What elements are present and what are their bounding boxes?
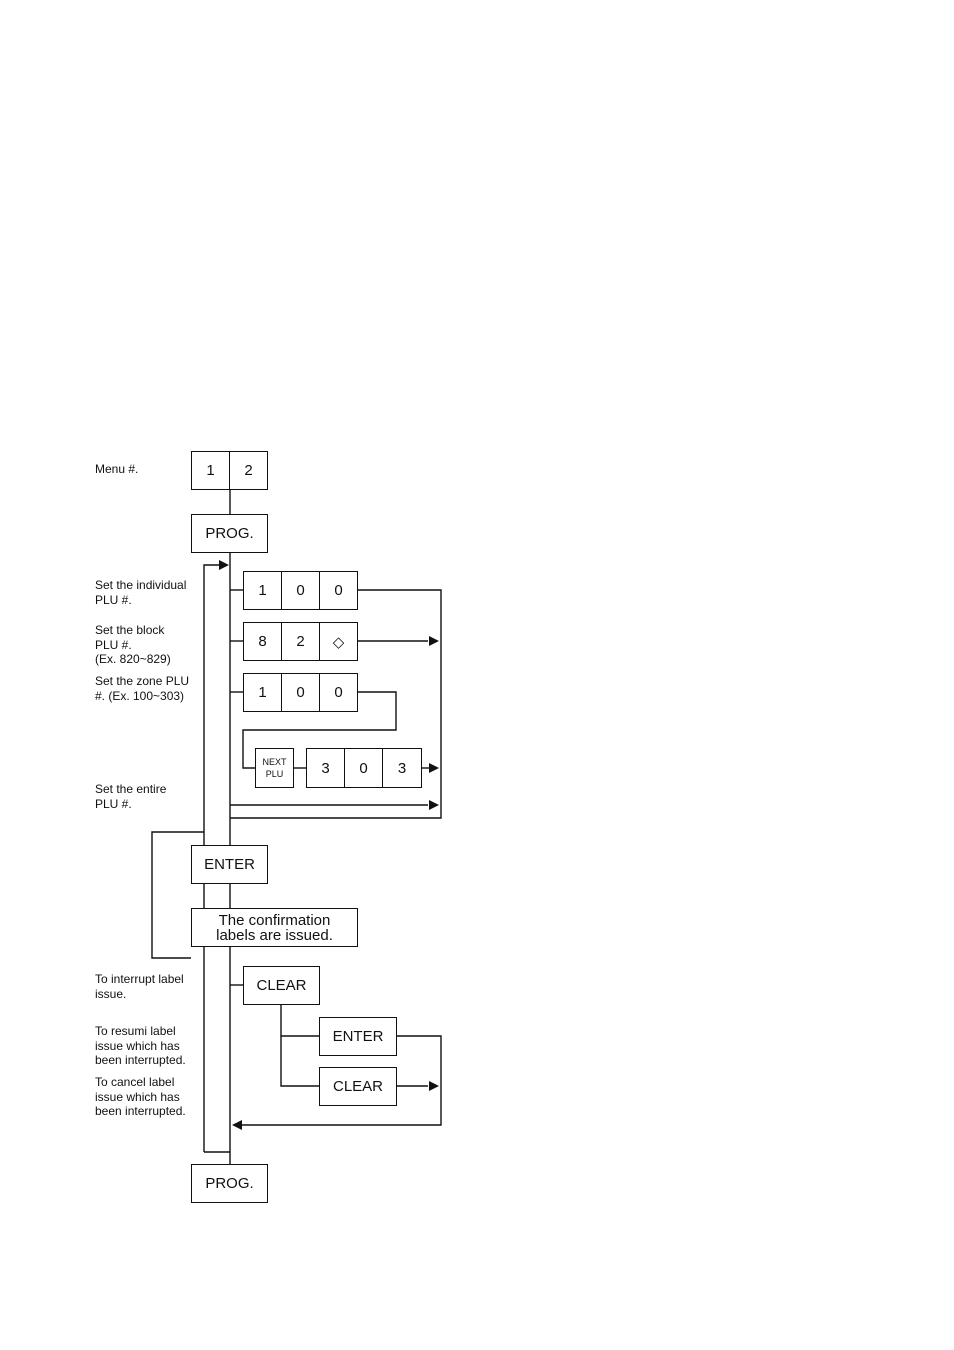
- key-prog-end: PROG.: [191, 1164, 268, 1203]
- desc-line: To interrupt label: [95, 972, 184, 986]
- desc-entire-plu: Set the entire PLU #.: [95, 782, 166, 811]
- key-zone-end-2: 0: [344, 748, 383, 788]
- desc-line: issue which has: [95, 1089, 180, 1104]
- key-zone-start-2: 0: [281, 673, 320, 712]
- desc-line: Menu #.: [95, 462, 139, 476]
- desc-line: Set the individual: [95, 578, 187, 592]
- desc-line: Set the block: [95, 623, 165, 637]
- key-individual-3: 0: [319, 571, 358, 610]
- key-prog: PROG.: [191, 514, 268, 553]
- key-individual-1: 1: [243, 571, 282, 610]
- desc-line: been interrupted.: [95, 1053, 186, 1067]
- key-1: 1: [191, 451, 230, 490]
- desc-line: Set the entire: [95, 782, 167, 796]
- desc-interrupt: To interrupt label issue.: [95, 972, 184, 1001]
- key-2: 2: [229, 451, 268, 490]
- key-zone-end-1: 3: [306, 748, 345, 788]
- key-zone-end-3: 3: [382, 748, 422, 788]
- desc-line: To cancel label: [95, 1075, 175, 1089]
- desc-line: been interrupted.: [95, 1104, 186, 1118]
- key-clear: CLEAR: [243, 966, 320, 1005]
- desc-line: PLU #.: [95, 637, 132, 652]
- key-block-wildcard: ◇: [319, 622, 358, 661]
- desc-line: (Ex. 820~829): [95, 652, 171, 666]
- desc-line: issue which has: [95, 1038, 180, 1053]
- desc-zone-plu: Set the zone PLU #. (Ex. 100~303): [95, 674, 189, 703]
- confirmation-line: The confirmation: [218, 911, 331, 929]
- confirmation-line: labels are issued.: [216, 926, 333, 944]
- desc-menu-number: Menu #.: [95, 462, 138, 477]
- desc-line: PLU #.: [95, 796, 132, 811]
- key-individual-2: 0: [281, 571, 320, 610]
- desc-individual-plu: Set the individual PLU #.: [95, 578, 186, 607]
- desc-block-plu: Set the block PLU #. (Ex. 820~829): [95, 623, 171, 667]
- desc-line: #. (Ex. 100~303): [95, 688, 185, 703]
- key-enter-resume: ENTER: [319, 1017, 397, 1056]
- key-enter: ENTER: [191, 845, 268, 884]
- key-next-plu: NEXT PLU: [255, 748, 294, 788]
- desc-line: PLU #.: [95, 592, 132, 607]
- desc-line: Set the zone PLU: [95, 674, 190, 688]
- key-zone-start-3: 0: [319, 673, 358, 712]
- desc-resume: To resumi label issue which has been int…: [95, 1024, 186, 1068]
- key-block-2: 2: [281, 622, 320, 661]
- key-block-1: 8: [243, 622, 282, 661]
- key-zone-start-1: 1: [243, 673, 282, 712]
- desc-line: issue.: [95, 986, 127, 1001]
- desc-line: To resumi label: [95, 1024, 176, 1038]
- key-clear-cancel: CLEAR: [319, 1067, 397, 1106]
- key-next-plu-line: PLU: [265, 769, 284, 779]
- key-next-plu-line: NEXT: [262, 757, 287, 767]
- desc-cancel: To cancel label issue which has been int…: [95, 1075, 186, 1119]
- confirmation-labels-box: The confirmation labels are issued.: [191, 908, 358, 947]
